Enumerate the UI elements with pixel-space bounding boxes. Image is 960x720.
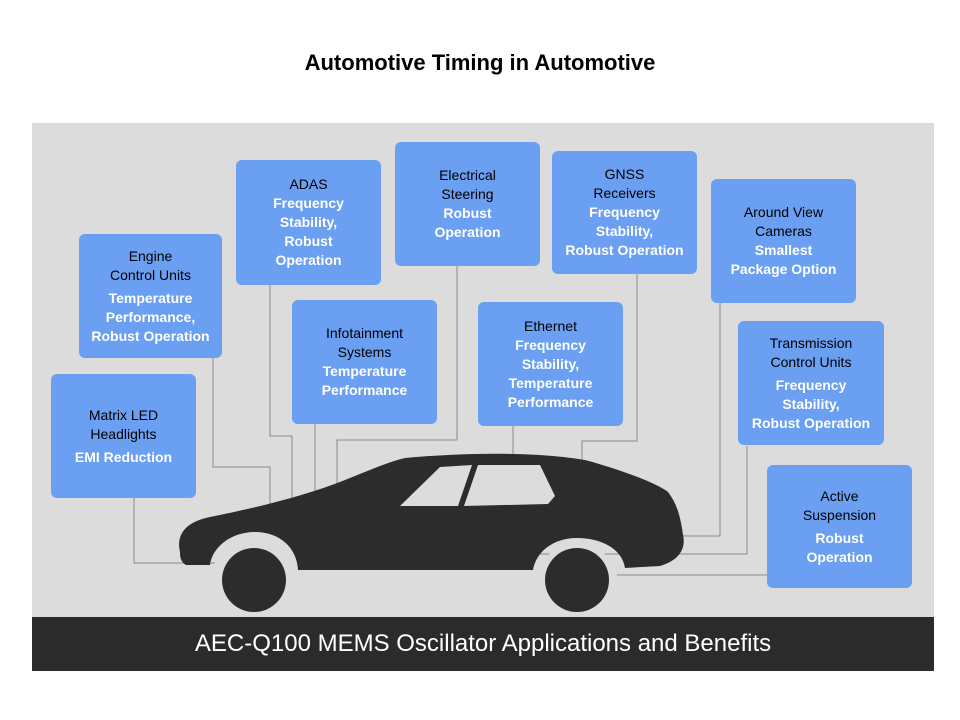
box-engine-control-units: Engine Control Units Temperature Perform… [79, 234, 222, 358]
box-around-view-cameras: Around View Cameras Smallest Package Opt… [711, 179, 856, 303]
suspension-label: Active Suspension [802, 487, 877, 523]
connector-camera [667, 302, 721, 537]
car-front-window [400, 465, 472, 506]
suspension-benefit: Robust Operation [806, 529, 873, 565]
box-ethernet: Ethernet Frequency Stability, Temperatur… [478, 302, 623, 426]
adas-label: ADAS [289, 176, 328, 192]
box-transmission-control-units: Transmission Control Units Frequency Sta… [738, 321, 884, 445]
footer-caption: AEC-Q100 MEMS Oscillator Applications an… [32, 617, 934, 671]
box-adas: ADAS Frequency Stability, Robust Operati… [236, 160, 381, 285]
page-title: Automotive Timing in Automotive [304, 50, 656, 75]
transmission-label: Transmission Control Units [769, 334, 853, 370]
engine-label: Engine Control Units [110, 247, 191, 283]
gnss-benefit: Frequency Stability, Robust Operation [565, 204, 684, 258]
transmission-benefit: Frequency Stability, Robust Operation [751, 376, 871, 431]
connector-engine [212, 358, 271, 530]
connector-gnss [581, 274, 638, 470]
steering-label: Electrical Steering [439, 167, 496, 202]
engine-benefit: Temperature Performance, Robust Operatio… [91, 289, 210, 344]
connector-adas [269, 285, 293, 530]
matrix-label: Matrix LED Headlights [88, 406, 159, 442]
infotainment-benefit: Temperature Performance [321, 363, 408, 398]
ethernet-benefit: Frequency Stability, Temperature Perform… [507, 336, 594, 410]
steering-benefit: Robust Operation [434, 205, 501, 240]
car-body [179, 453, 684, 570]
matrix-benefit: EMI Reduction [74, 448, 173, 465]
ethernet-label: Ethernet [524, 317, 577, 334]
infotainment-label: Infotainment Systems [325, 325, 404, 360]
car-silhouette [179, 453, 684, 618]
box-gnss-receivers: GNSS Receivers Frequency Stability, Robu… [552, 151, 697, 274]
camera-label: Around View Cameras [743, 204, 824, 239]
box-active-suspension: Active Suspension Robust Operation [767, 465, 912, 588]
box-matrix-led-headlights: Matrix LED Headlights EMI Reduction [51, 374, 196, 498]
box-electrical-steering: Electrical Steering Robust Operation [395, 142, 540, 266]
gnss-label: GNSS Receivers [593, 166, 656, 201]
car-rear-window [464, 465, 555, 506]
camera-benefit: Smallest Package Option [730, 242, 837, 277]
box-infotainment-systems: Infotainment Systems Temperature Perform… [292, 300, 437, 424]
adas-benefit: Frequency Stability, Robust Operation [273, 195, 344, 268]
